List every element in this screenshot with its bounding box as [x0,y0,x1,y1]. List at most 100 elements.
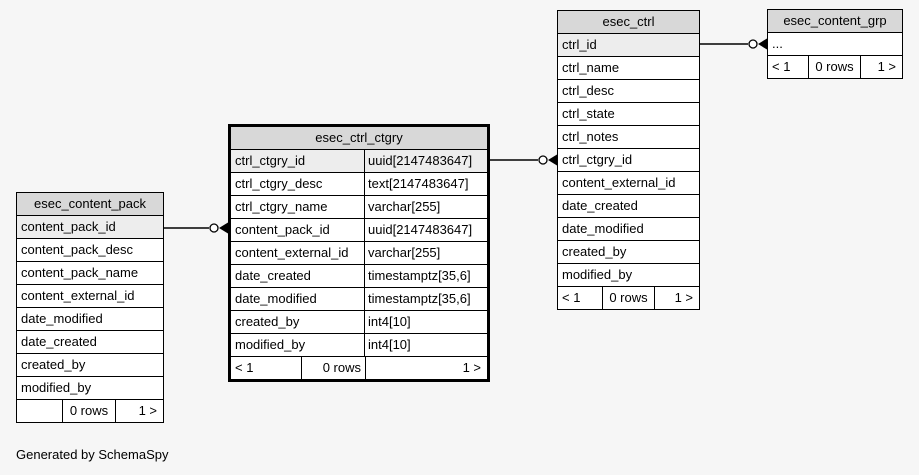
column-type: uuid[2147483647] [368,153,473,168]
table-row: ctrl_notes [558,126,699,149]
column-name: ctrl_notes [562,129,619,144]
table-row: ctrl_ctgry_id uuid[2147483647] [231,150,487,173]
table-esec-ctrl[interactable]: esec_ctrl ctrl_id ctrl_name ctrl_desc ct… [557,10,700,310]
children-count: 1 > [138,403,157,418]
parents-count: < 1 [768,56,809,78]
rows-count: 0 rows [603,287,655,309]
table-row: modified_by [558,264,699,287]
column-name: ctrl_ctgry_name [231,196,365,218]
column-name: date_created [562,198,638,213]
parents-count: < 1 [558,287,603,309]
zero-or-many-circle [209,223,219,233]
table-esec-content-pack[interactable]: esec_content_pack content_pack_id conten… [16,192,164,423]
crow-foot-arrow [219,222,228,234]
column-name: date_created [21,334,97,349]
crow-foot-arrow [758,38,767,50]
column-type: timestamptz[35,6] [368,268,471,283]
column-type: int4[10] [368,314,411,329]
table-footer: < 1 0 rows 1 > [231,357,487,379]
column-name: ctrl_desc [562,83,615,98]
column-name: date_modified [562,221,644,236]
table-row: ctrl_ctgry_name varchar[255] [231,196,487,219]
column-name: ctrl_state [562,106,615,121]
column-name: content_pack_desc [21,242,134,257]
table-row: content_external_id varchar[255] [231,242,487,265]
relationship-line-ctrl-to-content-grp [700,38,767,50]
table-row: ctrl_name [558,57,699,80]
column-type: int4[10] [368,337,411,352]
column-name: created_by [562,244,627,259]
table-row: ctrl_id [558,34,699,57]
table-row: date_modified [558,218,699,241]
generated-by-caption: Generated by SchemaSpy [16,447,169,462]
children-count: 1 > [674,290,693,305]
table-title[interactable]: esec_ctrl [558,11,699,34]
zero-or-many-circle [748,39,758,49]
table-title[interactable]: esec_content_pack [17,193,163,216]
column-type: timestamptz[35,6] [368,291,471,306]
table-row: ctrl_state [558,103,699,126]
table-row: content_pack_id uuid[2147483647] [231,219,487,242]
table-row: modified_by [17,377,163,400]
table-row: content_pack_id [17,216,163,239]
column-name: modified_by [21,380,92,395]
relationship-line-ctrl-ctgry-to-ctrl [490,154,557,166]
column-name: date_created [231,265,365,287]
crow-foot-arrow [548,154,557,166]
relationship-line-content-pack-to-ctrl-ctgry [164,222,228,234]
column-name: ctrl_ctgry_id [231,150,365,172]
column-type: text[2147483647] [368,176,469,191]
column-name: modified_by [562,267,633,282]
table-row: ... [768,33,902,56]
table-footer: 0 rows 1 > [17,400,163,422]
column-name: content_pack_id [231,219,365,241]
column-name: ctrl_ctgry_id [562,152,633,167]
children-count: 1 > [877,59,896,74]
table-row: date_created timestamptz[35,6] [231,265,487,288]
rows-count: 0 rows [809,56,861,78]
parents-count: < 1 [231,357,302,379]
column-type: varchar[255] [368,199,441,214]
table-row: date_created [17,331,163,354]
rows-count: 0 rows [302,357,366,379]
zero-or-many-circle [538,155,548,165]
column-type: varchar[255] [368,245,441,260]
children-count: 1 > [462,360,481,375]
column-type: uuid[2147483647] [368,222,473,237]
table-row: ctrl_desc [558,80,699,103]
table-title[interactable]: esec_content_grp [768,10,902,33]
table-title[interactable]: esec_ctrl_ctgry [231,127,487,150]
table-footer: < 1 0 rows 1 > [558,287,699,309]
table-footer: < 1 0 rows 1 > [768,56,902,78]
column-name: date_modified [231,288,365,310]
column-name: ... [772,36,783,51]
column-name: content_external_id [21,288,135,303]
column-name: content_external_id [231,242,365,264]
column-name: modified_by [231,334,365,356]
column-name: content_pack_id [21,219,116,234]
column-name: content_external_id [562,175,676,190]
parents-count [17,400,63,422]
table-row: content_external_id [558,172,699,195]
column-name: created_by [231,311,365,333]
table-row: content_pack_desc [17,239,163,262]
table-esec-ctrl-ctgry[interactable]: esec_ctrl_ctgry ctrl_ctgry_id uuid[21474… [228,124,490,382]
table-row: date_modified [17,308,163,331]
column-name: ctrl_name [562,60,620,75]
table-row: created_by int4[10] [231,311,487,334]
column-name: ctrl_ctgry_desc [231,173,365,195]
column-name: ctrl_id [562,37,597,52]
table-row: ctrl_ctgry_id [558,149,699,172]
column-name: date_modified [21,311,103,326]
table-row: date_modified timestamptz[35,6] [231,288,487,311]
table-row: modified_by int4[10] [231,334,487,357]
table-esec-content-grp[interactable]: esec_content_grp ... < 1 0 rows 1 > [767,9,903,79]
table-row: content_pack_name [17,262,163,285]
table-row: ctrl_ctgry_desc text[2147483647] [231,173,487,196]
rows-count: 0 rows [63,400,116,422]
table-row: date_created [558,195,699,218]
column-name: content_pack_name [21,265,139,280]
table-row: created_by [17,354,163,377]
column-name: created_by [21,357,86,372]
